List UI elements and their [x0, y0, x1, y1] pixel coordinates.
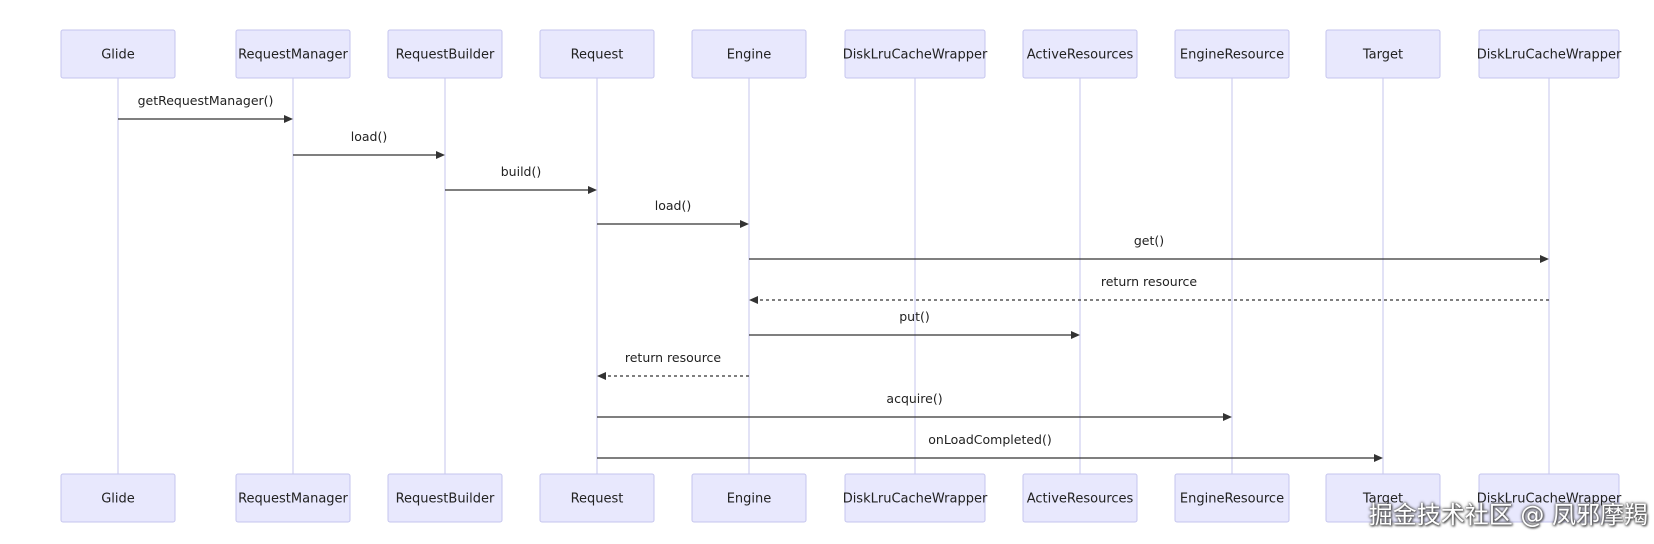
actor-box	[691, 473, 807, 523]
actor-bottom-requestbuilder: RequestBuilder	[387, 473, 503, 523]
actor-label: Target	[1362, 48, 1403, 63]
actor-label: DiskLruCacheWrapper	[1477, 492, 1622, 507]
actor-bottom-engineresource: EngineResource	[1174, 473, 1290, 523]
actor-label: RequestBuilder	[396, 492, 495, 507]
actor-box	[235, 29, 351, 79]
actor-top-activeresources: ActiveResources	[1022, 29, 1138, 79]
actor-label: ActiveResources	[1027, 48, 1134, 63]
arrow-head	[436, 151, 445, 159]
actor-box	[1478, 29, 1620, 79]
message-label: return resource	[1101, 274, 1198, 289]
actor-box	[1325, 473, 1441, 523]
actors-top: Glide RequestManager RequestBuilder Request…	[60, 29, 1622, 79]
actor-top-engine: Engine	[691, 29, 807, 79]
actor-top-disklrucachewrapper-2: DiskLruCacheWrapper	[1477, 29, 1622, 79]
arrow-head	[1071, 331, 1080, 339]
actor-bottom-disklrucachewrapper-2: DiskLruCacheWrapper	[1477, 473, 1622, 523]
actor-top-engineresource: EngineResource	[1174, 29, 1290, 79]
actor-label: EngineResource	[1180, 48, 1284, 63]
actor-bottom-engine: Engine	[691, 473, 807, 523]
actor-top-glide: Glide	[60, 29, 176, 79]
message-4: get()	[749, 233, 1549, 263]
message-6: put()	[749, 309, 1080, 339]
actor-box	[844, 473, 986, 523]
messages: getRequestManager() load() build() load() ge…	[118, 93, 1549, 462]
arrow-head	[284, 115, 293, 123]
message-label: load()	[351, 129, 387, 144]
arrow-head	[597, 372, 606, 380]
actor-label: Engine	[727, 492, 772, 507]
actor-label: DiskLruCacheWrapper	[843, 492, 988, 507]
message-1: load()	[293, 129, 445, 159]
message-label: put()	[899, 309, 930, 324]
arrow-head	[1374, 454, 1383, 462]
actor-bottom-activeresources: ActiveResources	[1022, 473, 1138, 523]
message-3: load()	[597, 198, 749, 228]
actor-label: Request	[571, 48, 624, 63]
actor-box	[844, 29, 986, 79]
message-8: acquire()	[597, 391, 1232, 421]
arrow-head	[749, 296, 758, 304]
actor-label: Glide	[101, 48, 135, 63]
arrow-head	[588, 186, 597, 194]
actor-bottom-disklrucachewrapper-1: DiskLruCacheWrapper	[843, 473, 988, 523]
arrow-head	[740, 220, 749, 228]
actor-label: DiskLruCacheWrapper	[1477, 48, 1622, 63]
actor-label: RequestManager	[238, 492, 348, 507]
actor-box	[235, 473, 351, 523]
actor-top-disklrucachewrapper-1: DiskLruCacheWrapper	[843, 29, 988, 79]
actor-top-target: Target	[1325, 29, 1441, 79]
actor-label: Target	[1362, 492, 1403, 507]
actor-bottom-requestmanager: RequestManager	[235, 473, 351, 523]
actor-label: ActiveResources	[1027, 492, 1134, 507]
actor-box	[1478, 473, 1620, 523]
message-label: get()	[1134, 233, 1164, 248]
arrow-head	[1540, 255, 1549, 263]
actor-box	[1174, 29, 1290, 79]
arrow-head	[1223, 413, 1232, 421]
watermark: 掘金技术社区 @ 凤邪摩羯	[1368, 501, 1648, 529]
actor-top-requestmanager: RequestManager	[235, 29, 351, 79]
actor-box	[60, 29, 176, 79]
message-label: getRequestManager()	[138, 93, 274, 108]
actor-label: RequestBuilder	[396, 48, 495, 63]
message-label: return resource	[625, 350, 722, 365]
actor-label: Request	[571, 492, 624, 507]
message-7: return resource	[597, 350, 749, 380]
actor-label: DiskLruCacheWrapper	[843, 48, 988, 63]
actor-bottom-glide: Glide	[60, 473, 176, 523]
actor-bottom-target: Target	[1325, 473, 1441, 523]
actor-top-request: Request	[539, 29, 655, 79]
message-label: acquire()	[886, 391, 942, 406]
actors-bottom: Glide RequestManager RequestBuilder Request…	[60, 473, 1622, 523]
actor-box	[691, 29, 807, 79]
actor-label: RequestManager	[238, 48, 348, 63]
actor-label: Glide	[101, 492, 135, 507]
actor-label: EngineResource	[1180, 492, 1284, 507]
message-0: getRequestManager()	[118, 93, 293, 123]
actor-box	[1325, 29, 1441, 79]
actor-label: Engine	[727, 48, 772, 63]
lifelines	[117, 78, 1550, 474]
actor-box	[539, 473, 655, 523]
actor-box	[60, 473, 176, 523]
actor-bottom-request: Request	[539, 473, 655, 523]
message-label: onLoadCompleted()	[928, 432, 1052, 447]
actor-box	[1022, 473, 1138, 523]
message-5: return resource	[749, 274, 1549, 304]
actor-box	[387, 473, 503, 523]
actor-top-requestbuilder: RequestBuilder	[387, 29, 503, 79]
message-label: build()	[501, 164, 542, 179]
message-label: load()	[655, 198, 691, 213]
actor-box	[539, 29, 655, 79]
message-9: onLoadCompleted()	[597, 432, 1383, 462]
message-2: build()	[445, 164, 597, 194]
actor-box	[1022, 29, 1138, 79]
actor-box	[387, 29, 503, 79]
actor-box	[1174, 473, 1290, 523]
